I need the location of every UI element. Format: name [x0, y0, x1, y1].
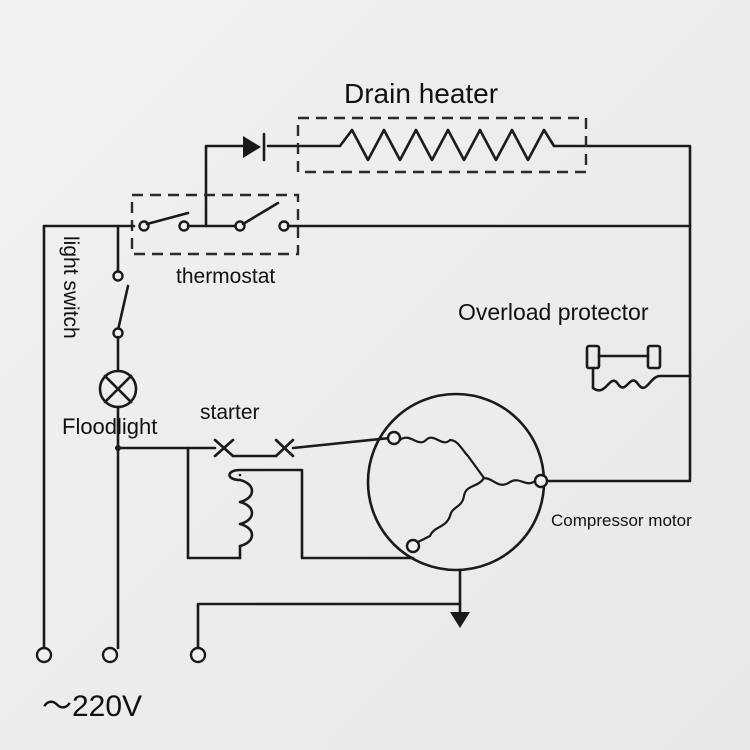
drain-heater-box [296, 116, 588, 174]
heater-resistor [298, 128, 692, 228]
overload-bimetal-left [585, 344, 601, 370]
motor-winding-1 [398, 436, 486, 480]
diode-symbol [243, 136, 261, 158]
starter-coil-loop [186, 446, 242, 560]
starter-contacts [213, 438, 295, 458]
motor-winding-3 [416, 476, 486, 544]
supply-voltage-label: ～220V [42, 690, 143, 723]
ground-arrow-icon [450, 612, 470, 628]
heater-branch-wire [204, 144, 300, 228]
overload-to-motor-wire [545, 373, 692, 483]
thermostat-switch-blade-1 [145, 211, 190, 226]
motor-terminal-c [386, 430, 402, 446]
starter-to-motor-wire [291, 436, 392, 450]
motor-terminal-s [405, 538, 421, 554]
overload-protector-label: Overload protector [458, 299, 649, 325]
overload-bimetal-right [646, 344, 662, 370]
thermostat-box [130, 193, 300, 256]
lamp-cross-2 [103, 374, 133, 404]
drain-heater-label: Drain heater [344, 78, 499, 109]
compressor-motor-label: Compressor motor [551, 511, 692, 530]
motor-winding-2 [482, 476, 537, 486]
supply-terminal-3 [189, 646, 207, 664]
supply-terminal-2 [101, 646, 119, 664]
starter-coil [228, 468, 415, 560]
motor-terminal-r [533, 473, 549, 489]
light-switch-contact-top [112, 270, 124, 282]
supply-terminal-1 [35, 646, 53, 664]
floodlight-label: Floodlight [62, 414, 158, 439]
light-switch-blade [116, 284, 130, 332]
compressor-motor-casing [366, 392, 546, 572]
starter-label: starter [200, 401, 260, 424]
main-right-wire [286, 224, 692, 377]
light-switch-label: light switch [59, 236, 82, 339]
thermostat-label: thermostat [176, 265, 276, 288]
thermostat-switch-blade-2 [241, 201, 280, 226]
neutral-return-wire [196, 602, 462, 650]
overload-heater-link [591, 354, 692, 392]
